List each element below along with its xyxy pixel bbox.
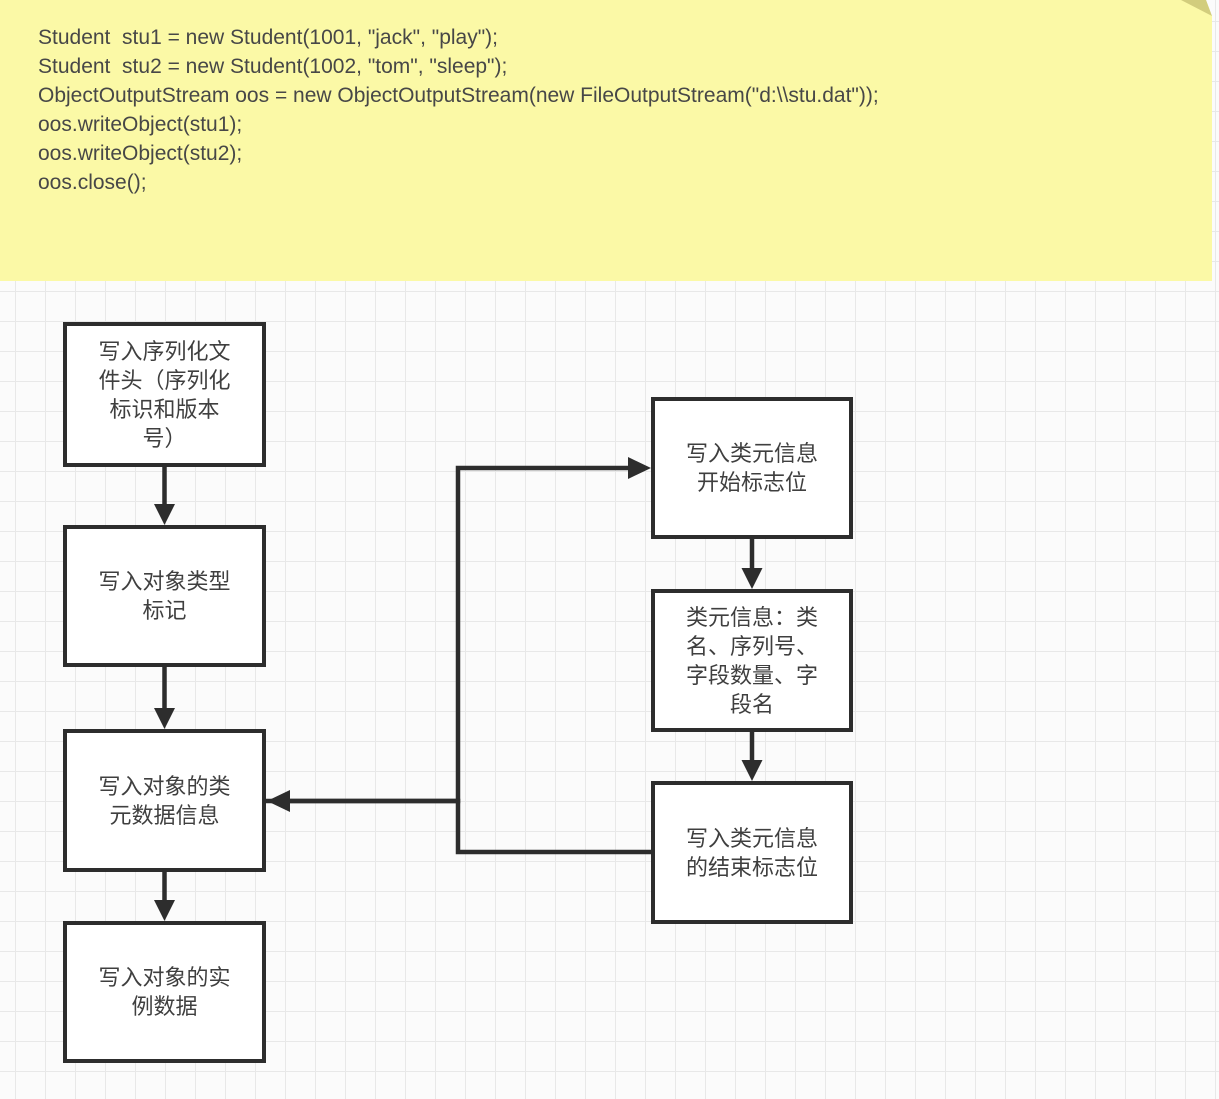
arrow-startflag-to-metainfo	[741, 539, 763, 589]
code-block: Student stu1 = new Student(1001, "jack",…	[38, 23, 879, 197]
sticky-note-body	[0, 0, 1212, 281]
code-line: ObjectOutputStream oos = new ObjectOutpu…	[38, 84, 879, 107]
code-line: oos.writeObject(stu1);	[38, 113, 243, 136]
node-meta-end-flag: 写入类元信息 的结束标志位	[651, 781, 853, 924]
arrow-metainfo-to-endflag	[741, 732, 763, 781]
arrow-metadata-to-startflag	[266, 457, 651, 804]
sticky-note	[0, 0, 1212, 281]
node-write-serialization-header: 写入序列化文 件头（序列化 标识和版本 号）	[63, 322, 266, 467]
code-line: Student stu1 = new Student(1001, "jack",…	[38, 26, 499, 49]
node-write-object-type-tag: 写入对象类型 标记	[63, 525, 266, 667]
code-line: oos.writeObject(stu2);	[38, 142, 243, 165]
arrow-type-to-metadata	[154, 667, 175, 729]
note-fold-corner-icon	[1181, 0, 1212, 16]
code-line: Student stu2 = new Student(1002, "tom", …	[38, 55, 508, 78]
arrow-metadata-to-instance	[154, 872, 175, 921]
node-meta-start-flag: 写入类元信息 开始标志位	[651, 397, 853, 539]
node-write-instance-data: 写入对象的实 例数据	[63, 921, 266, 1063]
arrow-header-to-type	[154, 467, 175, 525]
code-line: oos.close();	[38, 171, 147, 194]
node-meta-info: 类元信息：类 名、序列号、 字段数量、字 段名	[651, 589, 853, 732]
node-write-class-metadata: 写入对象的类 元数据信息	[63, 729, 266, 872]
arrow-endflag-to-metadata	[267, 790, 651, 855]
